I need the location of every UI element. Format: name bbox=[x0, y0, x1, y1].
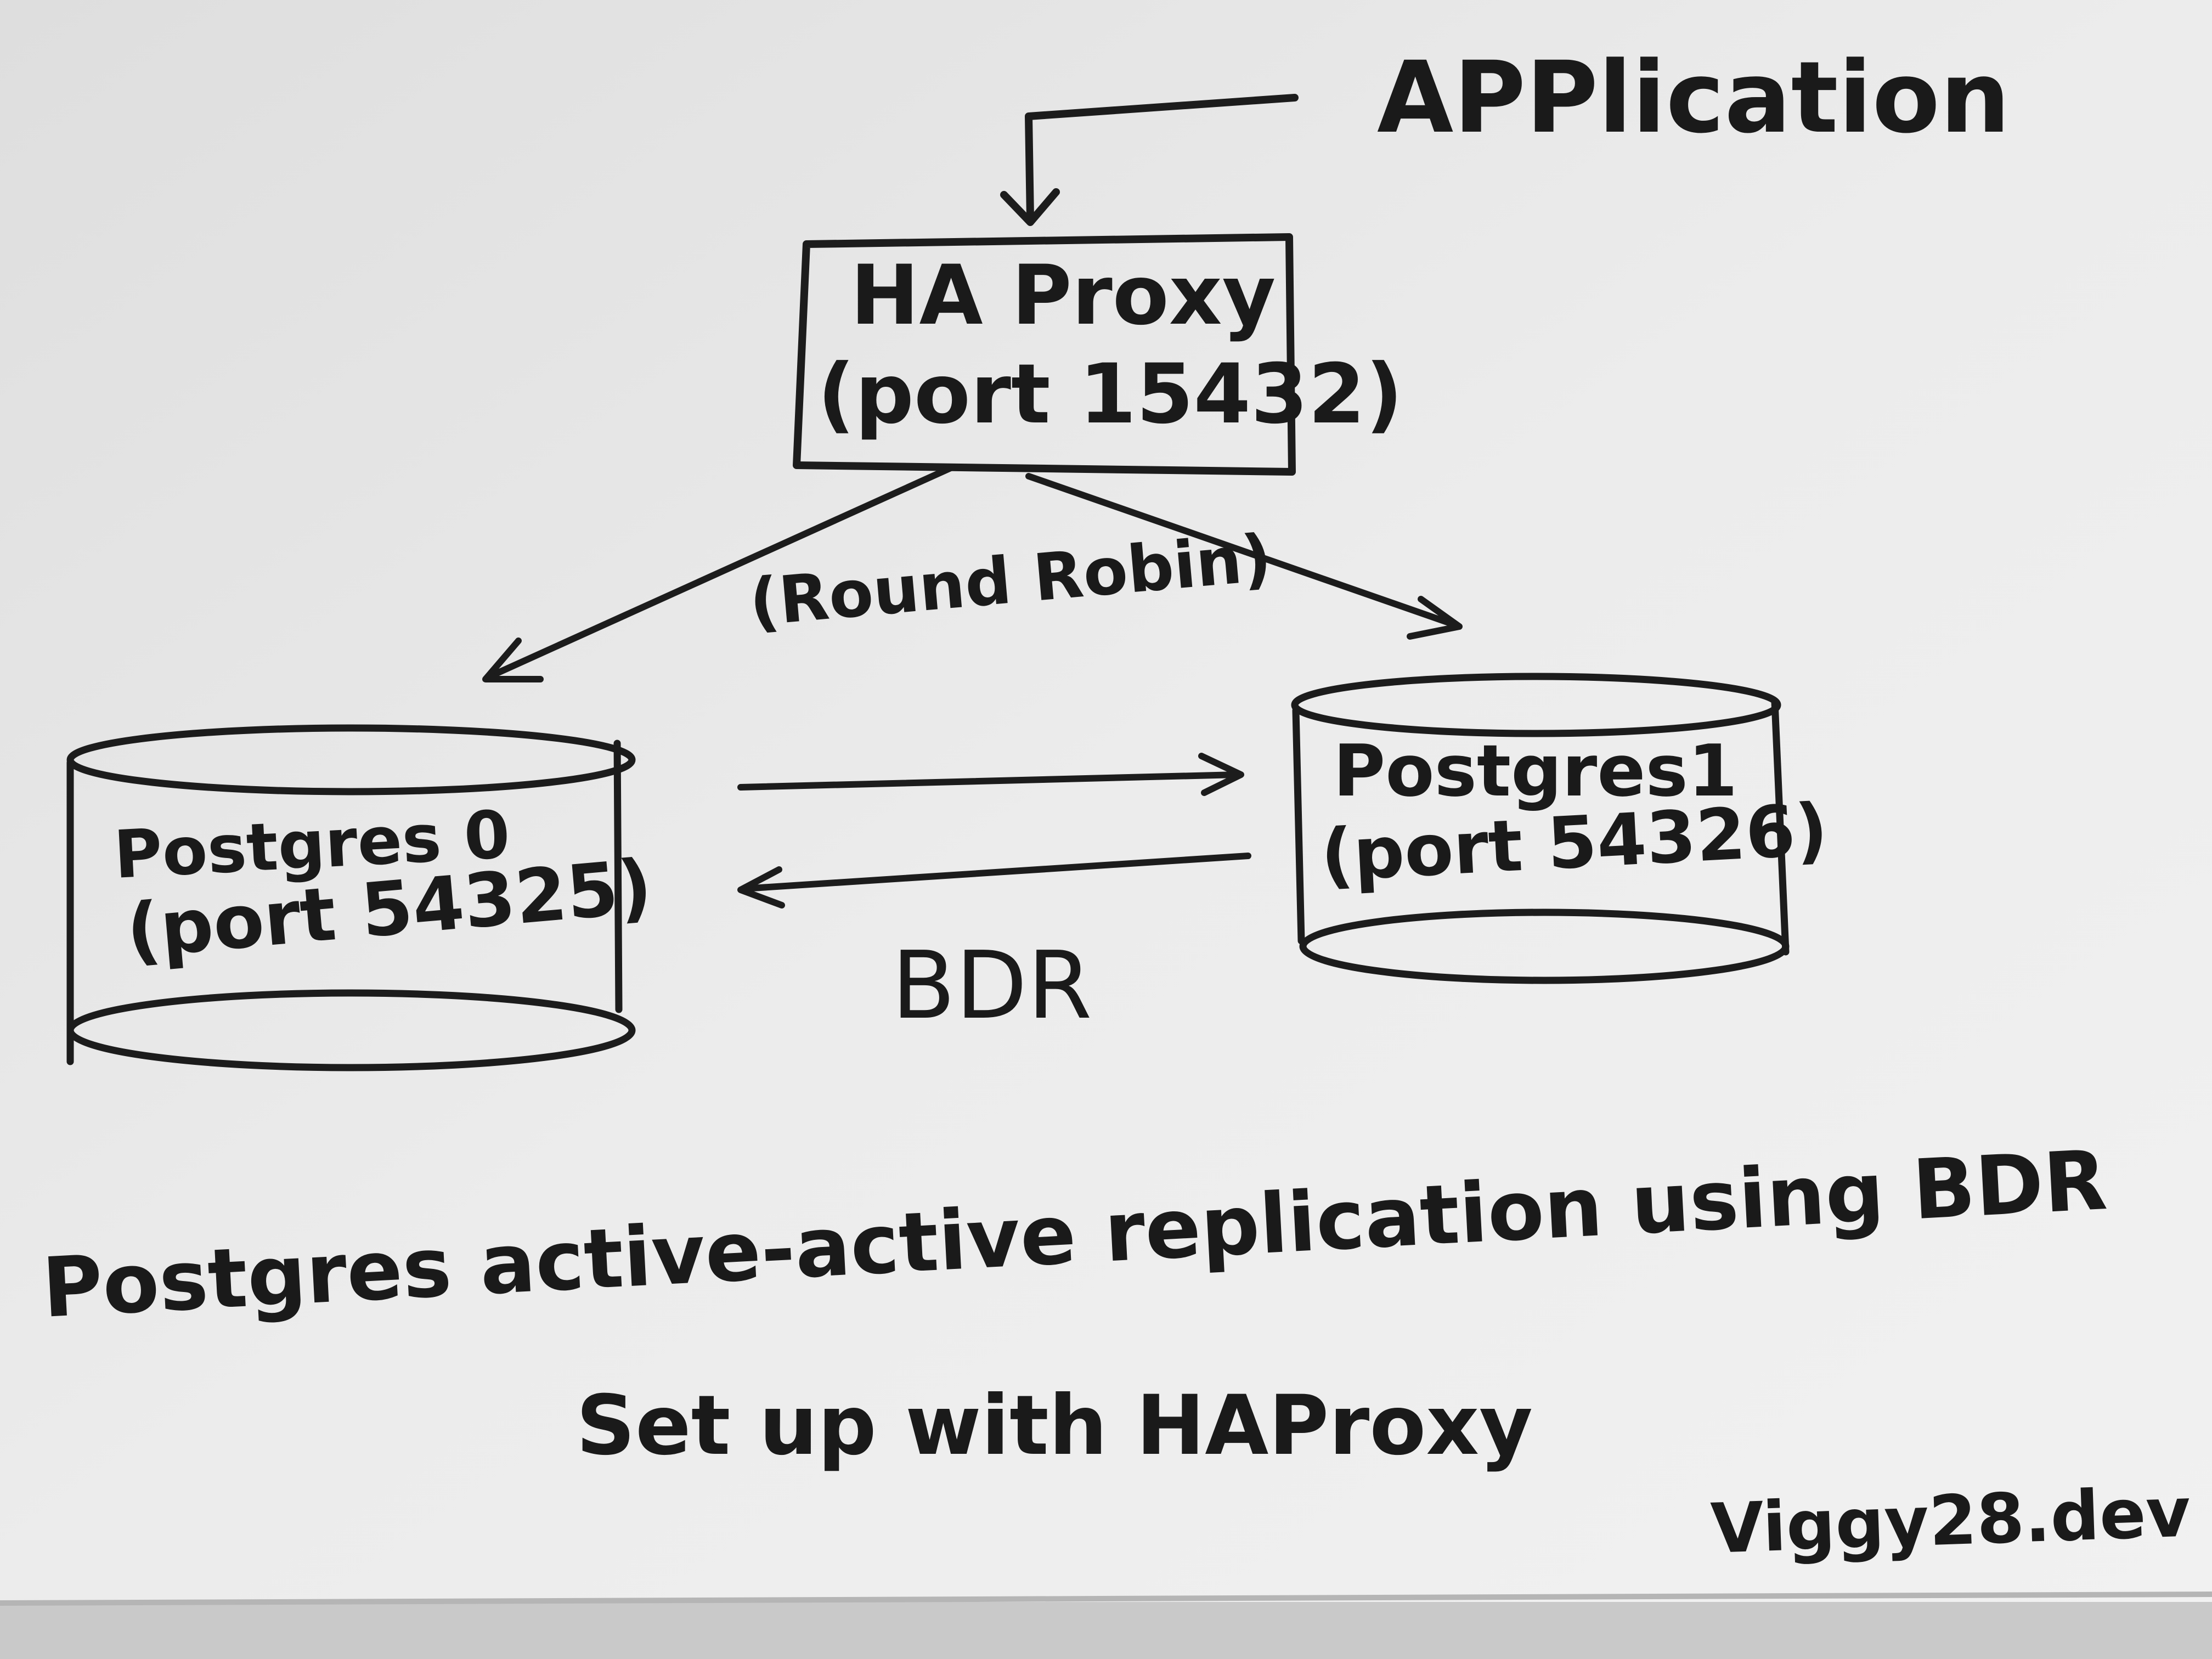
signature: Viggy28.dev bbox=[1709, 1473, 2192, 1569]
caption-line2: Set up with HAProxy bbox=[576, 1378, 1533, 1474]
arrow-to-postgres1-head bbox=[1407, 596, 1463, 640]
haproxy-box bbox=[793, 233, 1296, 476]
application-arrow-head bbox=[1000, 188, 1060, 226]
postgres1-cylinder bbox=[1291, 673, 1790, 984]
whiteboard-surface bbox=[0, 0, 2212, 1602]
bdr-label: BDR bbox=[891, 932, 1092, 1040]
arrow-to-postgres0-head bbox=[482, 637, 544, 682]
bdr-arrow-to-postgres1 bbox=[737, 771, 1240, 791]
application-arrow bbox=[1025, 94, 1299, 222]
arrow-to-postgres1 bbox=[1025, 473, 1460, 629]
postgres1-name: Postgres1 bbox=[1333, 729, 1737, 812]
bdr-arrow-to-postgres0 bbox=[740, 853, 1251, 892]
bdr-arrow-to-postgres1-head bbox=[1198, 753, 1244, 796]
application-label: APPlication bbox=[1377, 41, 2010, 155]
bdr-arrow-to-postgres0-head bbox=[737, 866, 785, 909]
haproxy-title: HA Proxy bbox=[850, 248, 1276, 343]
arrow-to-postgres0 bbox=[488, 464, 955, 679]
haproxy-port: (port 15432) bbox=[817, 347, 1403, 442]
postgres0-cylinder bbox=[66, 724, 636, 1071]
whiteboard-frame bbox=[0, 1602, 2212, 1659]
